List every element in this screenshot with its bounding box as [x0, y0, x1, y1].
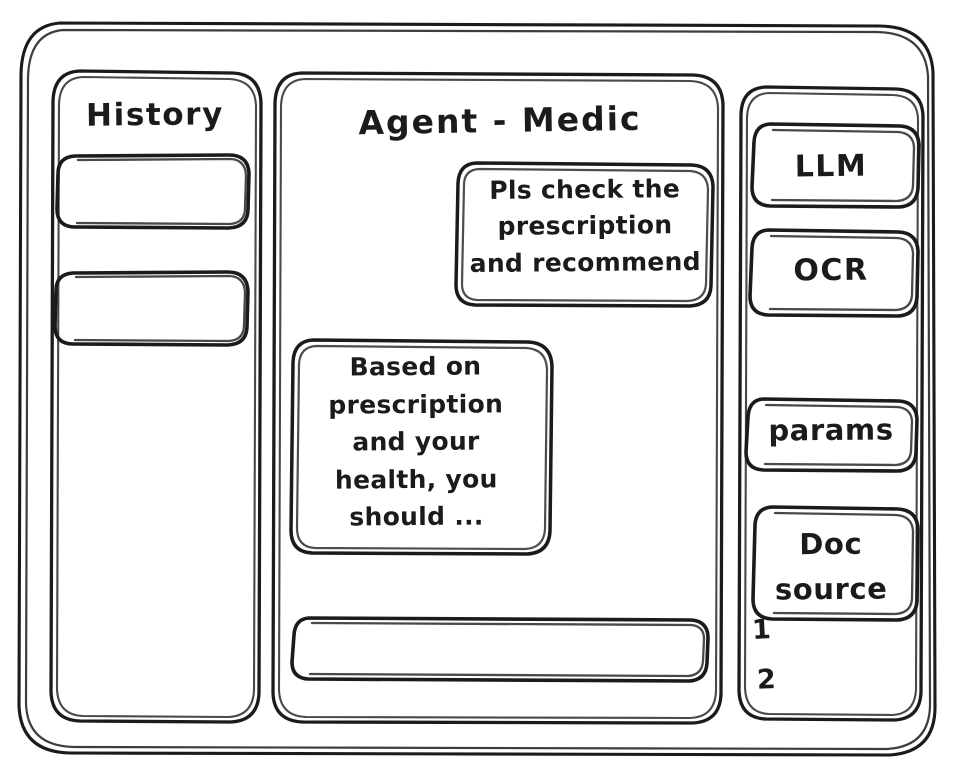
history-item-2-frame: [53, 270, 250, 347]
params-button[interactable]: [746, 399, 917, 471]
doc-source-button[interactable]: [753, 507, 918, 620]
tools-panel-frame: [737, 85, 925, 722]
sidebar-item-history-1[interactable]: [57, 155, 249, 228]
history-item-1-frame: [55, 153, 251, 230]
composer-frame: [290, 616, 710, 683]
user-message-frame: [454, 161, 715, 308]
history-panel-frame: [49, 69, 263, 724]
doc-source-list-item-1[interactable]: [748, 610, 838, 652]
llm-button[interactable]: [752, 124, 919, 207]
doc-source-button-frame: [751, 505, 920, 622]
sidebar-item-history-2[interactable]: [55, 272, 248, 345]
agent-message-bubble: [291, 340, 552, 554]
ocr-button[interactable]: [750, 230, 918, 316]
composer-input[interactable]: [292, 618, 708, 681]
doc-source-list-item-2[interactable]: [750, 660, 840, 702]
ocr-button-frame: [748, 228, 920, 318]
params-button-frame: [744, 397, 919, 473]
window-frame: [17, 21, 937, 757]
agent-panel-frame: [271, 71, 725, 725]
llm-button-frame: [750, 122, 921, 209]
agent-message-frame: [289, 338, 554, 556]
user-message-bubble: [456, 163, 713, 306]
